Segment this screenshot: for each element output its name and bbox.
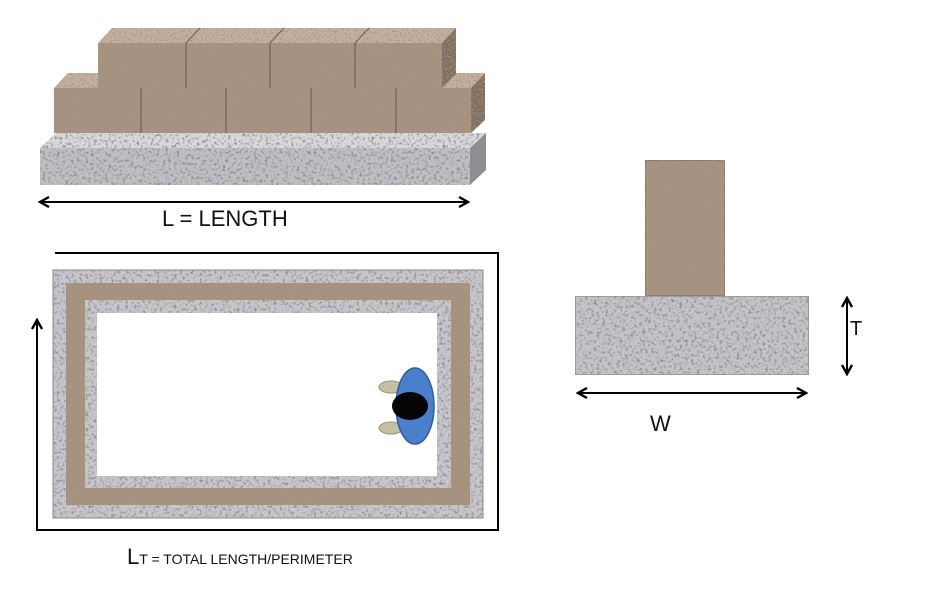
person-icon [378,367,435,445]
perimeter-plan [52,269,484,519]
interior-space [97,313,437,476]
footing-section [574,295,810,376]
stem-wall-section [644,159,726,297]
perimeter-subscript: T [139,551,148,567]
perimeter-label: LT = TOTAL LENGTH/PERIMETER [127,544,353,570]
perimeter-symbol: L [127,544,140,569]
block-row-upper [98,27,456,88]
thickness-label: T [850,318,863,340]
perimeter-text: = TOTAL LENGTH/PERIMETER [147,551,353,567]
length-label: L = LENGTH [162,206,288,231]
perimeter-arrow [37,252,499,531]
footing-slab-elevation [40,133,486,185]
wall-elevation [40,27,486,185]
width-label: W [650,411,671,436]
footing-cross-section [574,159,810,376]
